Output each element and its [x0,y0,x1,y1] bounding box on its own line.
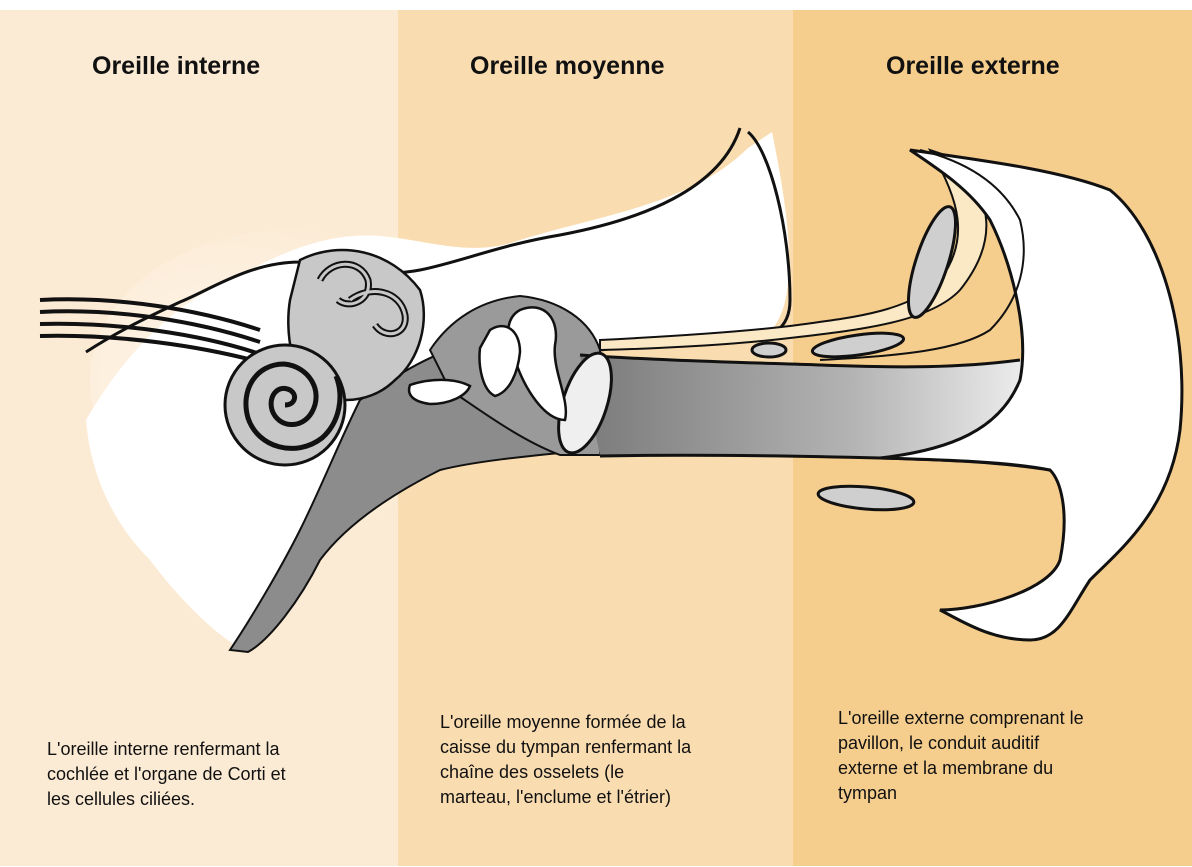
description-line: tympan [838,781,1084,806]
inner-ear-description: L'oreille interne renfermant la cochlée … [47,737,286,812]
outer-ear-title: Oreille externe [886,52,1060,81]
description-line: L'oreille interne renfermant la [47,737,286,762]
description-line: les cellules ciliées. [47,787,286,812]
cartilage-oval [817,483,915,513]
description-line: L'oreille moyenne formée de la [440,710,691,735]
description-line: caisse du tympan renfermant la [440,735,691,760]
description-line: cochlée et l'organe de Corti et [47,762,286,787]
middle-ear-title: Oreille moyenne [470,52,665,81]
outer-ear-description: L'oreille externe comprenant le pavillon… [838,706,1084,806]
description-line: chaîne des osselets (le [440,760,691,785]
description-line: pavillon, le conduit auditif [838,731,1084,756]
middle-ear-description: L'oreille moyenne formée de la caisse du… [440,710,691,810]
description-line: externe et la membrane du [838,756,1084,781]
description-line: L'oreille externe comprenant le [838,706,1084,731]
cartilage-oval [752,343,786,357]
inner-ear-title: Oreille interne [92,52,260,81]
description-line: marteau, l'enclume et l'étrier) [440,785,691,810]
